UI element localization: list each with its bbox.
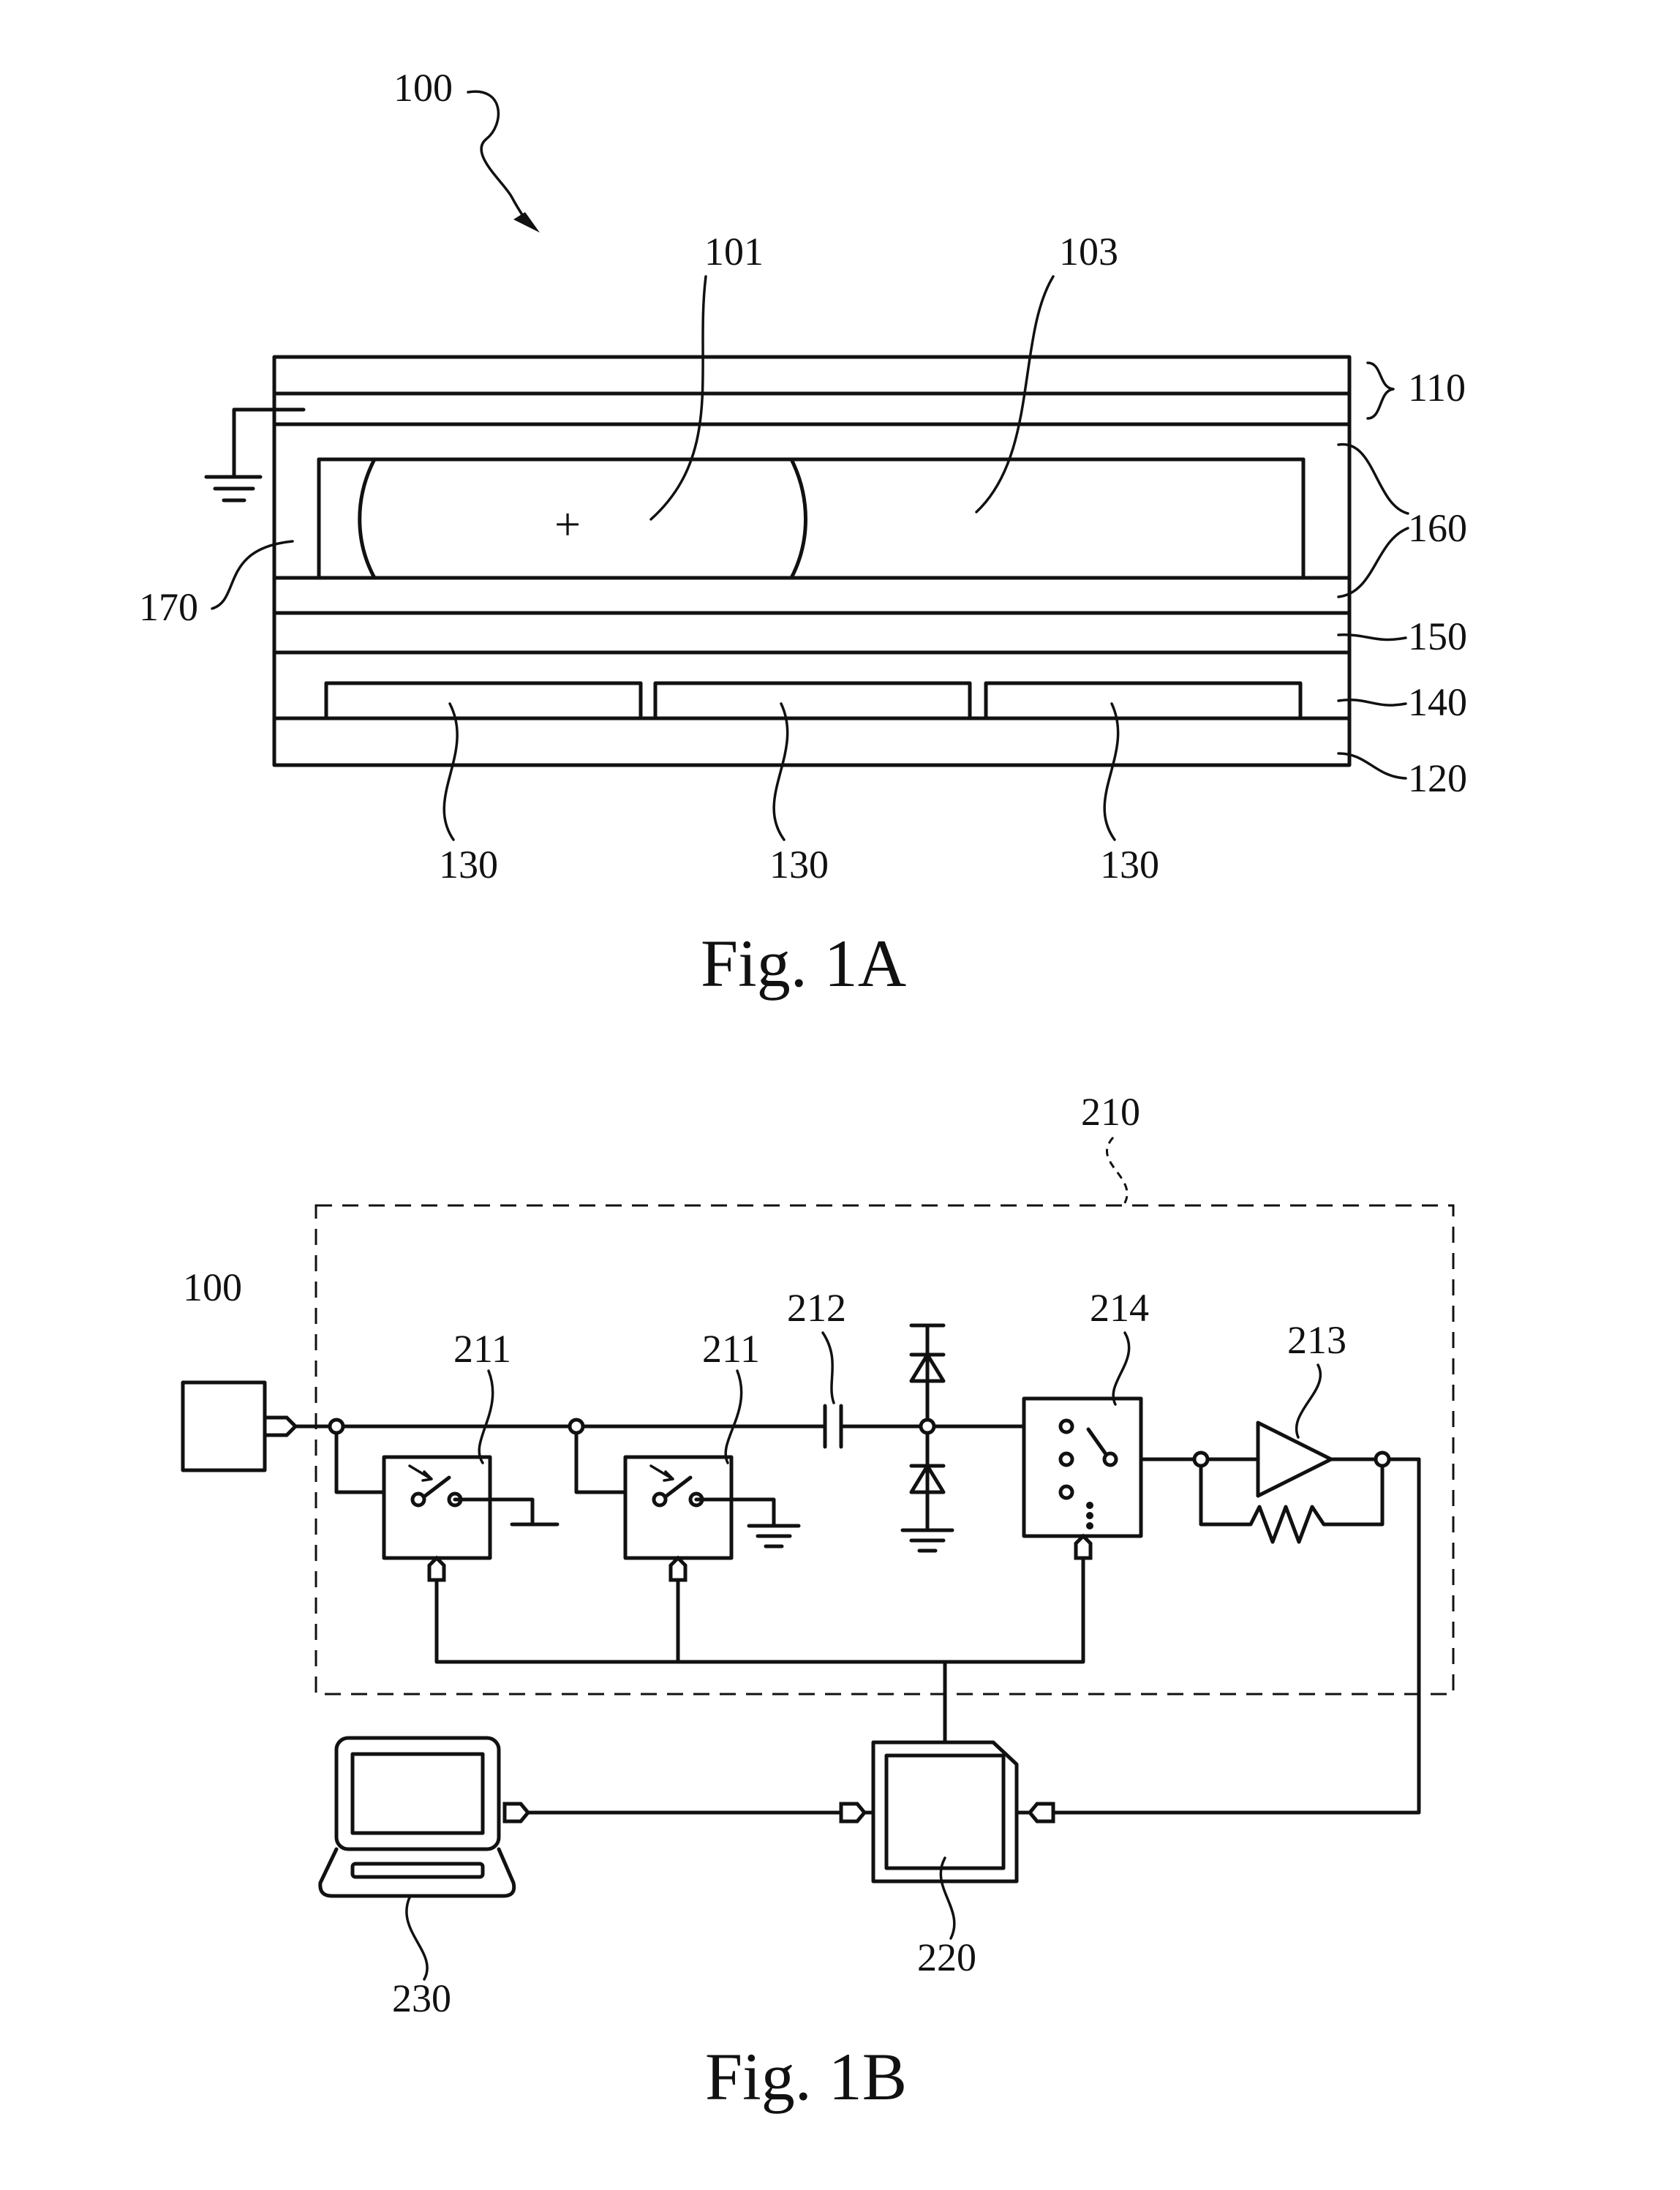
brace-110 [1368, 363, 1393, 418]
leader-212 [823, 1333, 834, 1403]
node-diode [921, 1420, 934, 1433]
connector-device-100 [265, 1418, 295, 1435]
caption-fig-1b: Fig. 1B [705, 2039, 907, 2114]
controller-port-right [1030, 1804, 1053, 1821]
ref-label-211-b: 211 [702, 1327, 760, 1371]
ref-label-160: 160 [1408, 506, 1467, 550]
charge-plus-sign: + [554, 498, 581, 550]
ref-label-100-b: 100 [183, 1265, 242, 1309]
mux-dot-3 [1086, 1522, 1093, 1529]
ref-label-120: 120 [1408, 756, 1467, 800]
mux-contact-2 [1061, 1453, 1072, 1465]
device-stack-outline [274, 357, 1349, 765]
leader-211-b [726, 1371, 742, 1463]
mux-contact-3 [1061, 1486, 1072, 1498]
mux-dot-2 [1086, 1512, 1093, 1519]
ref-label-103: 103 [1059, 230, 1118, 274]
ground-wire [234, 410, 304, 475]
switch-211-b-wire [576, 1433, 625, 1492]
switch-211-b-contact-1 [654, 1494, 666, 1505]
switch-211-b-box [625, 1457, 731, 1558]
ref-label-170: 170 [139, 585, 198, 629]
node-1 [330, 1420, 343, 1433]
leader-100 [468, 91, 528, 224]
switch-211-b-out-wire [696, 1499, 774, 1524]
switch-211-b-control-port [671, 1558, 685, 1580]
arrowhead-100 [513, 212, 540, 233]
controller-220-inner [886, 1756, 1003, 1868]
switch-211-a-arrow-icon [410, 1466, 432, 1480]
ref-label-214: 214 [1090, 1286, 1149, 1330]
mux-control-port [1076, 1536, 1091, 1558]
multiplexer-214-box [1024, 1399, 1141, 1536]
electrode-130-c [986, 683, 1300, 718]
control-bus [437, 1558, 1083, 1662]
ref-label-211-a: 211 [453, 1327, 511, 1371]
electrode-130-b [655, 683, 970, 718]
switch-211-a-control-port [429, 1558, 444, 1580]
ground-symbol-2-icon [749, 1526, 799, 1546]
leader-211-a [479, 1371, 493, 1463]
mux-dot-1 [1086, 1502, 1093, 1509]
leader-210 [1107, 1137, 1127, 1205]
node-amp-out [1376, 1453, 1389, 1466]
figure-1b: 210 100 211 2 [183, 1090, 1453, 2114]
amp-to-controller-wire [1053, 1459, 1419, 1813]
leader-101 [651, 276, 706, 519]
figure-1a: 100 + 101 103 1 [139, 66, 1467, 1001]
switch-211-b-arrow-icon [651, 1466, 673, 1480]
switch-211-a-box [384, 1457, 490, 1558]
mux-contact-1 [1061, 1421, 1072, 1432]
ref-label-212: 212 [787, 1286, 846, 1330]
switch-211-a-wire [336, 1433, 384, 1492]
computer-port [505, 1804, 528, 1821]
ref-label-150: 150 [1408, 614, 1467, 658]
ref-label-220: 220 [917, 1935, 976, 1979]
ref-label-101: 101 [704, 230, 764, 274]
ref-label-230: 230 [392, 1976, 451, 2020]
caption-fig-1a: Fig. 1A [701, 926, 906, 1001]
device-100-box [183, 1382, 265, 1470]
ground-symbol-3-icon [903, 1530, 952, 1551]
node-2 [570, 1420, 583, 1433]
leader-214 [1113, 1333, 1129, 1404]
leader-230 [407, 1897, 427, 1979]
leader-130-c [1104, 704, 1118, 840]
ref-label-210: 210 [1081, 1090, 1140, 1134]
ref-label-130-c: 130 [1100, 843, 1159, 887]
ref-label-130-a: 130 [439, 843, 498, 887]
leader-213 [1297, 1365, 1321, 1437]
ref-label-213: 213 [1287, 1318, 1346, 1362]
ground-symbol-icon [206, 477, 260, 500]
mux-blade [1088, 1429, 1106, 1454]
laptop-230-icon [320, 1738, 514, 1896]
droplet-left-meniscus [360, 459, 374, 578]
switch-211-a-out-wire [455, 1499, 532, 1523]
circuit-210-boundary [316, 1205, 1453, 1694]
ref-label-130-b: 130 [769, 843, 829, 887]
node-amp-in [1194, 1453, 1208, 1466]
leader-130-b [774, 704, 788, 840]
droplet-right-meniscus [791, 459, 806, 578]
controller-port-left [841, 1804, 865, 1821]
amplifier-213-icon [1258, 1423, 1331, 1496]
ref-label-100: 100 [393, 66, 453, 110]
switch-211-a-contact-1 [413, 1494, 424, 1505]
ref-label-140: 140 [1408, 680, 1467, 724]
electrode-130-a [326, 683, 641, 718]
leader-130-a [444, 704, 457, 840]
ref-label-110: 110 [1408, 366, 1466, 410]
leader-170 [212, 541, 293, 609]
